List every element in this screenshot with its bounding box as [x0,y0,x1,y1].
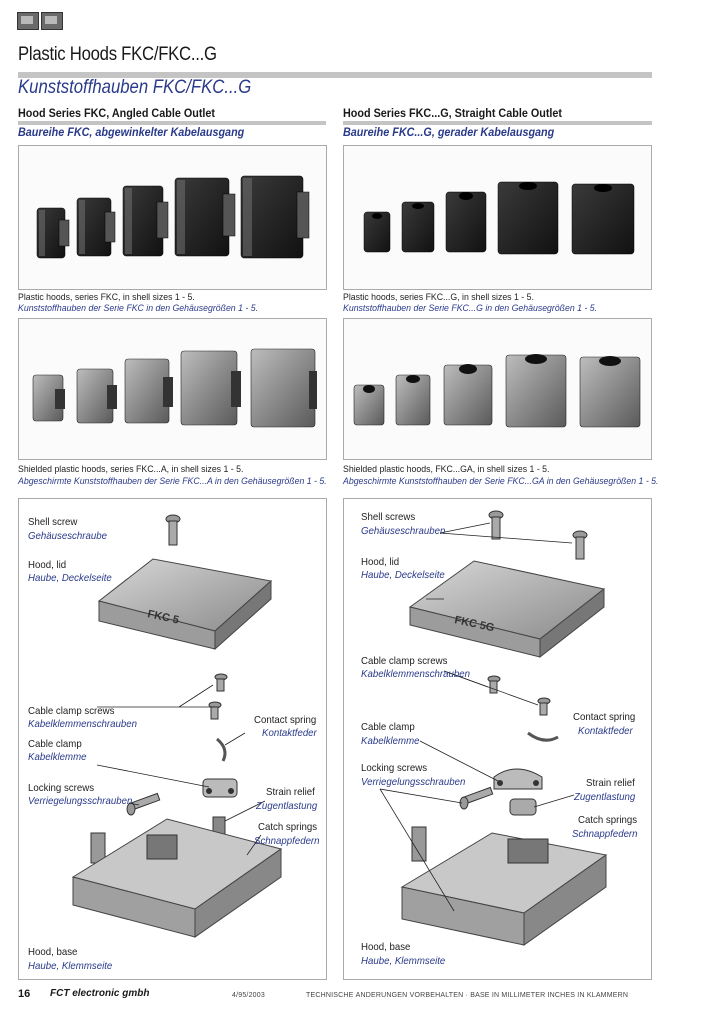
cable-clamp-screws-icon [487,675,551,716]
title-rule [18,72,652,78]
photo-fkca-hoods [18,318,327,460]
caption-fkcga-de: Abgeschirmte Kunststoffhauben der Serie … [343,476,659,487]
fkca-hoods-image [32,348,317,428]
label-strain-relief-de: Zugentlastung [574,791,636,803]
issue-date: 4/95/2003 [232,992,265,999]
brand-logo: FCT electronic gmbh [50,988,150,999]
right-heading: Hood Series FKC...G, Straight Cable Outl… [343,106,563,120]
label-hood-base: Hood, base [28,946,78,958]
label-clamp-screws-de: Kabelklemmenschrauben [28,718,138,730]
caption-fkca-de: Abgeschirmte Kunststoffhauben der Serie … [18,476,327,487]
label-locking-screws-de: Verriegelungsschrauben [28,795,133,807]
label-shell-screw: Shell screw [28,516,78,528]
cable-clamp-icon [493,768,543,790]
label-catch-springs-de: Schnappfedern [572,828,638,840]
label-shell-screws-de: Gehäuseschrauben [361,525,446,537]
label-cable-clamp: Cable clamp [28,738,82,750]
caption-fkcg-de: Kunststoffhauben der Serie FKC...G in de… [343,303,598,314]
label-hood-lid: Hood, lid [28,559,67,571]
label-clamp-screws: Cable clamp screws [28,705,115,717]
hood-base-icon [71,818,283,938]
right-heading-de: Baureihe FKC...G, gerader Kabelausgang [343,125,555,139]
label-hood-base-de: Haube, Klemmseite [28,960,113,972]
cable-clamp-screws-icon [208,673,228,720]
photo-fkcg-hoods [343,145,652,290]
label-strain-relief: Strain relief [266,786,315,798]
label-clamp-screws: Cable clamp screws [361,655,448,667]
label-clamp-screws-de: Kabelklemmenschrauben [361,668,471,680]
fkc-exploded-drawing: FKC 5 [71,514,283,938]
exploded-view-fkc: FKC 5 [18,498,327,980]
page-number: 16 [18,988,31,1000]
hood-thumbnail-icon [17,12,39,30]
contact-spring-icon [527,731,559,742]
label-shell-screws: Shell screws [361,511,416,523]
label-catch-springs: Catch springs [578,814,638,826]
label-hood-lid: Hood, lid [361,556,400,568]
photo-fkcga-hoods [343,318,652,460]
strain-relief-icon [509,798,537,816]
fkcga-hoods-image [353,354,641,428]
page-subtitle: Kunststoffhauben FKC/FKC...G [18,77,252,98]
shell-screw-icon [165,514,181,546]
hood-base-icon [400,832,608,946]
fkcg-hoods-image [363,181,635,255]
hood-thumbnail-icon [41,12,63,30]
catch-spring-icon [411,826,427,862]
page-title: Plastic Hoods FKC/FKC...G [18,44,217,65]
label-hood-lid-de: Haube, Deckelseite [361,569,445,581]
locking-screw-icon [459,786,494,810]
fkc-hoods-image [36,175,310,259]
label-contact-spring: Contact spring [573,711,636,723]
label-contact-spring-de: Kontaktfeder [578,725,633,737]
label-hood-base-de: Haube, Klemmseite [361,955,446,967]
fkcg-exploded-drawing: FKC 5G [379,510,608,946]
photo-fkc-hoods [18,145,327,290]
exploded-view-fkcg: FKC 5G [343,498,652,980]
label-catch-springs: Catch springs [258,821,318,833]
left-heading: Hood Series FKC, Angled Cable Outlet [18,106,216,120]
left-heading-rule [18,121,326,125]
label-strain-relief: Strain relief [586,777,635,789]
label-contact-spring: Contact spring [254,714,317,726]
right-heading-rule [343,121,652,125]
caption-fkcg: Plastic hoods, series FKC...G, in shell … [343,292,534,303]
caption-fkc-de: Kunststoffhauben der Serie FKC in den Ge… [18,303,259,314]
hood-lid-icon: FKC 5G [408,560,606,659]
label-strain-relief-de: Zugentlastung [256,800,318,812]
caption-fkc: Plastic hoods, series FKC, in shell size… [18,292,195,303]
label-cable-clamp-de: Kabelklemme [361,735,420,747]
shell-screws-icon [488,510,588,560]
label-contact-spring-de: Kontaktfeder [262,727,317,739]
legal-notice: TECHNISCHE ÄNDERUNGEN VORBEHALTEN · BASE… [306,992,629,999]
contact-spring-icon [216,737,227,762]
hood-lid-icon: FKC 5 [97,558,273,651]
label-locking-screws: Locking screws [361,762,428,774]
label-locking-screws-de: Verriegelungsschrauben [361,776,466,788]
label-locking-screws: Locking screws [28,782,95,794]
label-catch-springs-de: Schnappfedern [254,835,320,847]
label-cable-clamp-de: Kabelklemme [28,751,87,763]
cable-clamp-icon [202,778,238,798]
caption-fkcga: Shielded plastic hoods, FKC...GA, in she… [343,464,550,475]
label-hood-base: Hood, base [361,941,411,953]
label-shell-screw-de: Gehäuseschraube [28,530,107,542]
caption-fkca: Shielded plastic hoods, series FKC...A, … [18,464,244,475]
left-heading-de: Baureihe FKC, abgewinkelter Kabelausgang [18,125,245,139]
label-hood-lid-de: Haube, Deckelseite [28,572,112,584]
label-cable-clamp: Cable clamp [361,721,415,733]
